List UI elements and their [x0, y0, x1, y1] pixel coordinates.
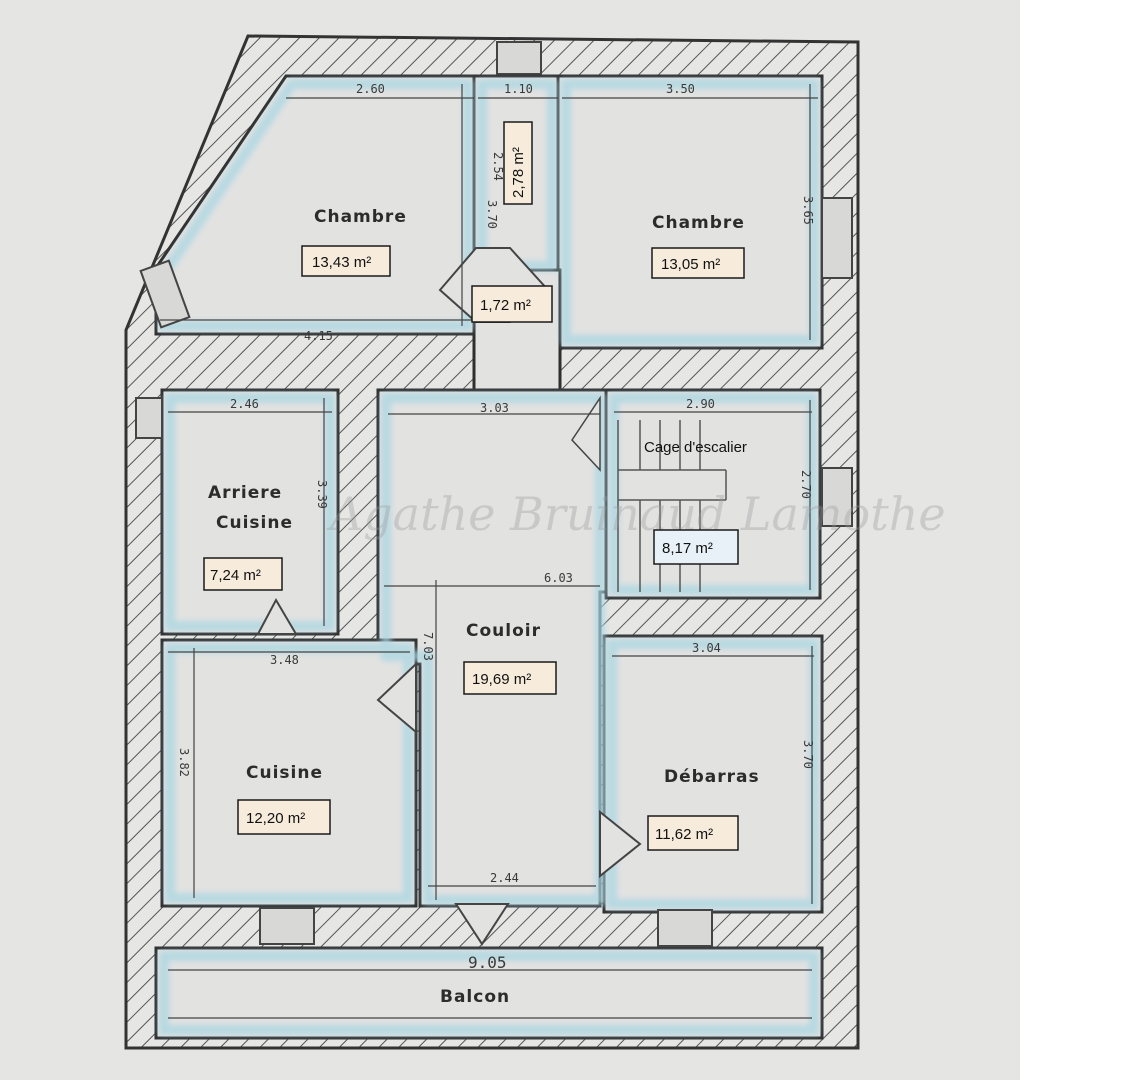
area-cage: 8,17 m² — [662, 540, 713, 557]
label-couloir: Couloir — [466, 621, 541, 641]
label-balcon: Balcon — [440, 987, 510, 1007]
area-box-chambre-right — [651, 247, 745, 279]
dim-cage-height: 2.70 — [799, 470, 813, 499]
area-debarras: 11,62 m² — [655, 826, 713, 843]
dim-couloir-height: 7.03 — [421, 632, 435, 661]
floor-plan-background: Agathe Bruinaud Lamothe 2.60 1.10 3.50 4… — [0, 0, 1020, 1080]
dim-couloir-bottom: 2.44 — [490, 871, 519, 885]
area-closet: 2,78 m² — [510, 147, 527, 198]
window-chambre-right — [821, 197, 853, 279]
label-arriere-line1: Arriere — [208, 483, 282, 503]
area-box-arriere — [203, 557, 283, 591]
area-chambre-right: 13,05 m² — [661, 256, 720, 273]
label-arriere-line2: Cuisine — [216, 513, 293, 533]
floor-plan: Agathe Bruinaud Lamothe 2.60 1.10 3.50 4… — [124, 34, 946, 1050]
area-arriere: 7,24 m² — [210, 567, 261, 584]
dim-balcon-width: 9.05 — [468, 953, 507, 972]
dim-chambre-left-width: 2.60 — [356, 82, 385, 96]
area-box-cuisine — [237, 799, 331, 835]
dim-closet-width: 1.10 — [504, 82, 533, 96]
area-box-closet — [503, 121, 533, 205]
window-arriere — [135, 397, 163, 439]
room-fills — [154, 74, 824, 1040]
area-badges: 13,43 m² 2,78 m² 13,05 m² 1,72 m² 7,24 m… — [203, 121, 745, 851]
dim-debarras-height: 3.70 — [801, 740, 815, 769]
dimension-lines — [160, 84, 818, 1019]
dim-debarras-width: 3.04 — [692, 641, 721, 655]
dim-couloir-length: 6.03 — [544, 571, 573, 585]
label-chambre-right: Chambre — [652, 213, 745, 233]
room-labels: Chambre Chambre Arriere Cuisine Couloir … — [208, 207, 760, 1007]
dim-arriere-width: 2.46 — [230, 397, 259, 411]
chimney-flue — [496, 41, 542, 75]
area-chambre-left: 13,43 m² — [312, 254, 371, 271]
dimension-labels: 2.60 1.10 3.50 4.15 3.70 2.54 3.65 2.46 … — [177, 82, 815, 972]
watermark: Agathe Bruinaud Lamothe — [326, 487, 946, 541]
area-box-couloir — [463, 661, 557, 695]
area-cuisine: 12,20 m² — [246, 810, 305, 827]
dim-chambre-left-bottom: 4.15 — [304, 329, 333, 343]
area-box-chambre-left — [301, 245, 391, 277]
windows — [135, 197, 853, 947]
dim-closet-height: 2.54 — [491, 152, 505, 181]
room-arriere-cuisine — [160, 388, 340, 636]
dim-cage-width: 2.90 — [686, 397, 715, 411]
dim-cuisine-height: 3.82 — [177, 748, 191, 777]
dim-stair-top: 3.03 — [480, 401, 509, 415]
dim-chambre-right-height: 3.65 — [801, 196, 815, 225]
area-entry: 1,72 m² — [480, 297, 531, 314]
label-cuisine: Cuisine — [246, 763, 323, 783]
area-couloir: 19,69 m² — [472, 671, 531, 688]
label-chambre-left: Chambre — [314, 207, 407, 227]
room-cuisine — [160, 638, 418, 908]
label-debarras: Débarras — [664, 767, 760, 787]
window-chambre-left — [139, 259, 191, 329]
room-balcon — [154, 946, 824, 1040]
dim-arriere-height: 3.39 — [315, 480, 329, 509]
window-debarras-bottom — [657, 909, 713, 947]
area-box-cage — [653, 529, 739, 565]
area-box-entry — [471, 285, 553, 323]
area-box-debarras — [647, 815, 739, 851]
room-chambre-left — [154, 74, 478, 336]
window-cuisine-bottom — [259, 907, 315, 945]
room-chambre-right — [556, 74, 824, 350]
dim-cuisine-width: 3.48 — [270, 653, 299, 667]
window-cage — [821, 467, 853, 527]
dim-chambre-right-width: 3.50 — [666, 82, 695, 96]
label-cage-escalier: Cage d'escalier — [644, 439, 747, 456]
dim-chambre-left-height: 3.70 — [485, 200, 499, 229]
